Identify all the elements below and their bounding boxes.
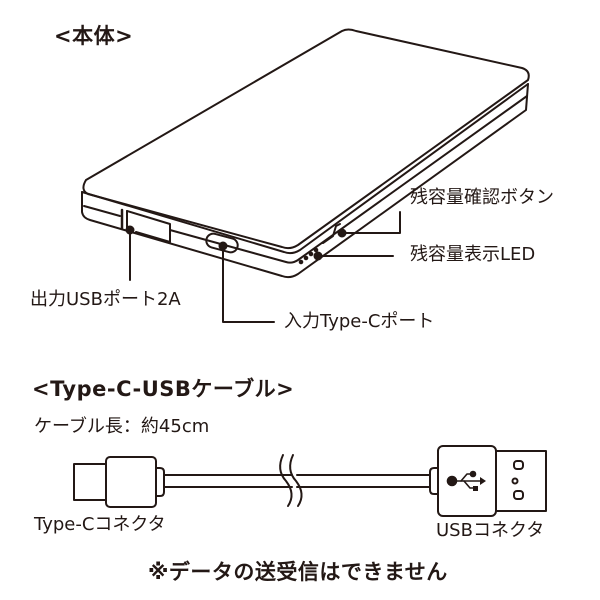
label-usb-output: 出力USBポート2A <box>30 289 181 310</box>
cable-length: ケーブル長：約45cm <box>34 416 210 437</box>
body-section-heading: <本体> <box>54 24 134 48</box>
leader-lines <box>125 211 401 323</box>
power-bank-drawing <box>81 28 530 279</box>
label-check-button: 残容量確認ボタン <box>410 187 554 208</box>
cable-drawing <box>73 445 547 517</box>
label-typec-connector: Type-Cコネクタ <box>34 514 166 535</box>
typec-plug-tip <box>73 463 107 501</box>
typec-plug-body <box>105 456 157 508</box>
usb-plug-metal <box>495 450 547 512</box>
data-transfer-note: ※データの送受信はできません <box>148 560 448 584</box>
label-usb-connector: USBコネクタ <box>436 520 545 541</box>
label-led: 残容量表示LED <box>410 244 536 265</box>
usb-trident-icon <box>446 470 486 491</box>
label-typec-input: 入力Type-Cポート <box>284 311 435 332</box>
cable-section-heading: <Type-C-USBケーブル> <box>32 377 295 401</box>
